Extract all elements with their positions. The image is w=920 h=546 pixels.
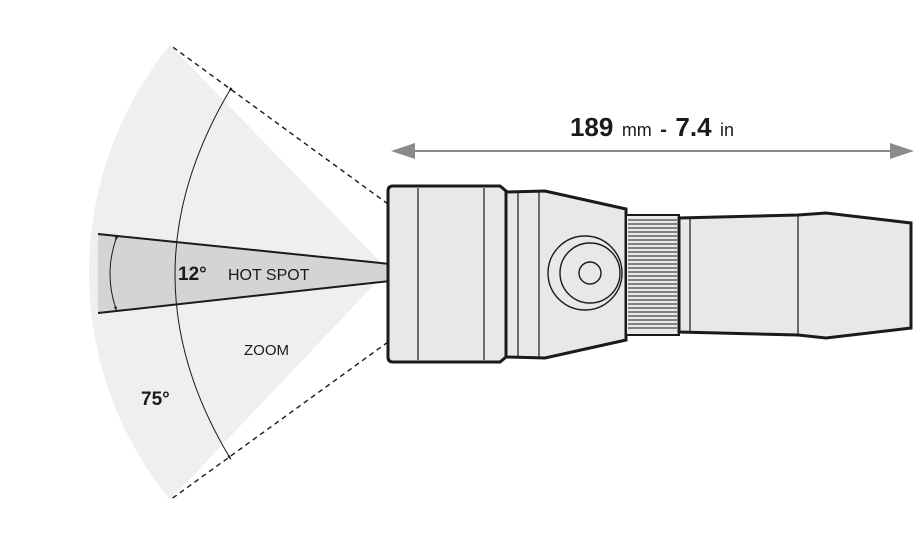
knurled-ring-ridges (628, 219, 677, 329)
length-separator: - (660, 119, 667, 141)
hotspot-edge-bottom (97, 280, 391, 314)
length-in-unit: in (720, 120, 734, 140)
length-mm-value: 189 (570, 112, 613, 142)
length-in-value: 7.4 (675, 112, 712, 142)
length-dimension-label: 189 mm - 7.4 in (570, 112, 734, 142)
hotspot-angle-arc (109, 236, 119, 312)
zoom-angle-arc (174, 87, 233, 461)
hotspot-label: HOT SPOT (228, 267, 310, 284)
hotspot-angle-label: 12° (178, 264, 207, 285)
hotspot-beam-area (98, 233, 390, 314)
zoom-angle-label: 75° (141, 389, 170, 410)
knurled-ring (625, 214, 680, 336)
flashlight-body (386, 184, 913, 364)
switch-button-center (578, 261, 602, 285)
length-mm-unit: mm (622, 120, 652, 140)
zoom-label: ZOOM (244, 342, 289, 359)
flashlight-head (386, 184, 508, 364)
flashlight-tube (677, 211, 913, 340)
hotspot-edge-top (97, 233, 391, 265)
length-dimension-arrow (391, 143, 914, 159)
